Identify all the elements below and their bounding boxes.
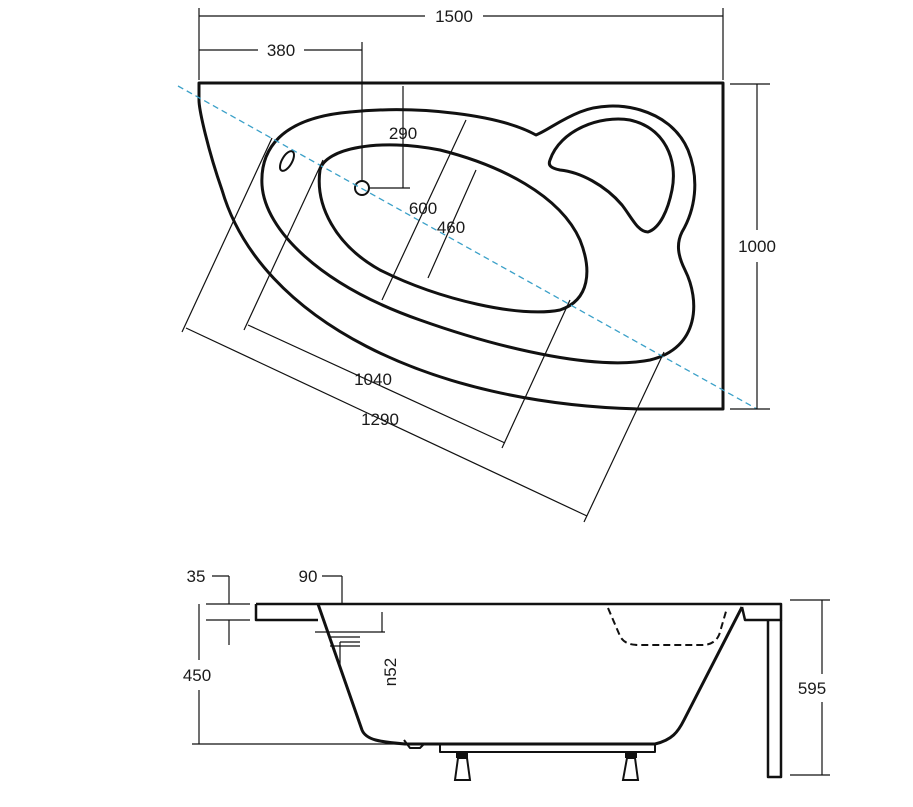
dim-1290-ext-right [583,351,665,523]
outer-shell-outline [197,81,725,411]
tub-body-profile [316,603,744,746]
dim-460-label: 460 [437,218,465,237]
top-view: 1500 380 290 600 460 1000 1040 1290 [177,7,776,523]
dim-1500-label: 1500 [435,7,473,26]
dim-1040-ext-left [243,159,324,331]
base-frame [439,744,656,753]
dim-1040-line [247,324,506,444]
dim-1040-label: 1040 [354,370,392,389]
inner-basin-outline [317,143,589,314]
dim-380-label: 380 [267,41,295,60]
side-panel-right [766,620,783,779]
dim-460-line [427,169,477,279]
headrest-outline [547,117,675,234]
side-view: 35 90 450 n52 595 [183,567,830,781]
dim-90-label: 90 [299,567,318,586]
foot-left [453,752,472,781]
dim-1290-label: 1290 [361,410,399,429]
drain-nub [403,739,425,749]
diagonal-axis-line [177,85,758,410]
dim-600-label: 600 [409,199,437,218]
dim-1040-ext-right [501,299,571,449]
dim-1290-ext-left [181,137,273,333]
rim-outline [260,104,697,365]
dim-52-label: n52 [381,658,400,686]
dim-600-line [381,119,467,301]
dim-290-label: 290 [389,124,417,143]
dim-1290-line [185,327,588,517]
dim-1000-label: 1000 [738,237,776,256]
overflow-hole [279,150,295,172]
foot-right [621,752,640,781]
seat-dashed-outline [607,607,728,646]
dim-35-label: 35 [187,567,206,586]
side-rim [254,602,783,622]
dim-450-label: 450 [183,666,211,685]
dim-595-label: 595 [798,679,826,698]
